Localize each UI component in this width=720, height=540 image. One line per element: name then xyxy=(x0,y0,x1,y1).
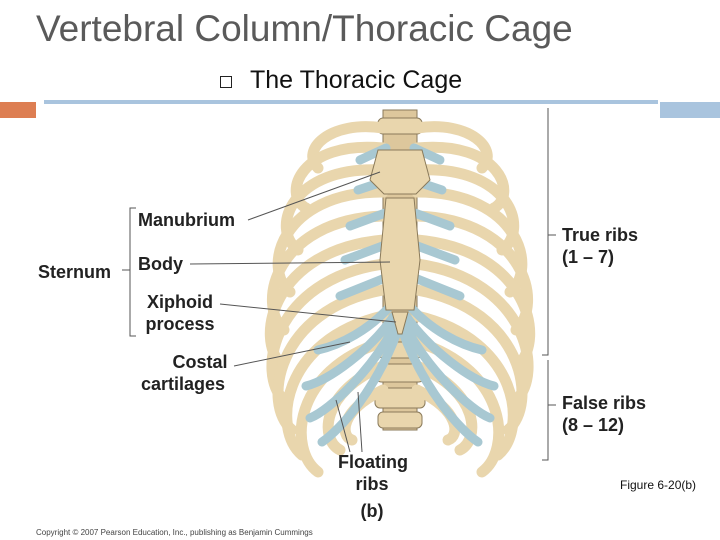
manubrium-bone xyxy=(369,149,431,195)
label-costal-line-2: cartilages xyxy=(141,374,225,394)
slide-title: Vertebral Column/Thoracic Cage xyxy=(36,8,573,49)
label-body: Body xyxy=(138,254,183,274)
label-true-ribs-line-1: True ribs xyxy=(562,225,638,245)
xiphoid-bone xyxy=(391,311,409,335)
body-leader xyxy=(189,261,391,265)
label-panel-b: (b) xyxy=(361,501,384,521)
label-floating-line-2: ribs xyxy=(355,474,388,494)
label-xiphoid-line-1: Xiphoid xyxy=(147,292,213,312)
right-ribs xyxy=(411,121,536,478)
vertebra xyxy=(377,411,423,429)
label-true-ribs-line-2: (1 – 7) xyxy=(562,247,614,267)
thoracic-cage-diagram: Sternum Manubrium Body Xiphoid process C… xyxy=(38,108,646,521)
label-sternum: Sternum xyxy=(38,262,111,282)
costal-leader xyxy=(233,341,351,367)
xiphoid-leader xyxy=(219,303,397,323)
copyright-text: Copyright © 2007 Pearson Education, Inc.… xyxy=(36,528,313,537)
false-ribs-bracket xyxy=(542,360,549,461)
bullet-square-icon xyxy=(220,76,232,88)
thoracic-cage-illustration xyxy=(264,109,536,478)
sternum-body-bone xyxy=(379,197,421,311)
floating-ribs-leader-right xyxy=(357,391,363,453)
label-costal-line-1: Costal xyxy=(172,352,227,372)
accent-divider-line xyxy=(44,100,658,104)
true-ribs-bracket xyxy=(542,108,549,356)
label-false-ribs-line-1: False ribs xyxy=(562,393,646,413)
left-ribs xyxy=(264,121,389,478)
label-floating-line-1: Floating xyxy=(338,452,408,472)
label-xiphoid-line-2: process xyxy=(145,314,214,334)
manubrium-leader xyxy=(247,171,381,221)
sternum-bracket xyxy=(129,207,136,337)
accent-bar-left xyxy=(0,102,36,118)
sternum-bone xyxy=(369,149,431,335)
bullet-text: The Thoracic Cage xyxy=(250,66,463,94)
accent-bar-right xyxy=(660,102,720,118)
figure-reference: Figure 6-20(b) xyxy=(620,478,697,492)
label-false-ribs-line-2: (8 – 12) xyxy=(562,415,624,435)
label-manubrium: Manubrium xyxy=(138,210,235,230)
label-leaders xyxy=(122,108,556,461)
floating-ribs-leader-left xyxy=(335,399,351,453)
